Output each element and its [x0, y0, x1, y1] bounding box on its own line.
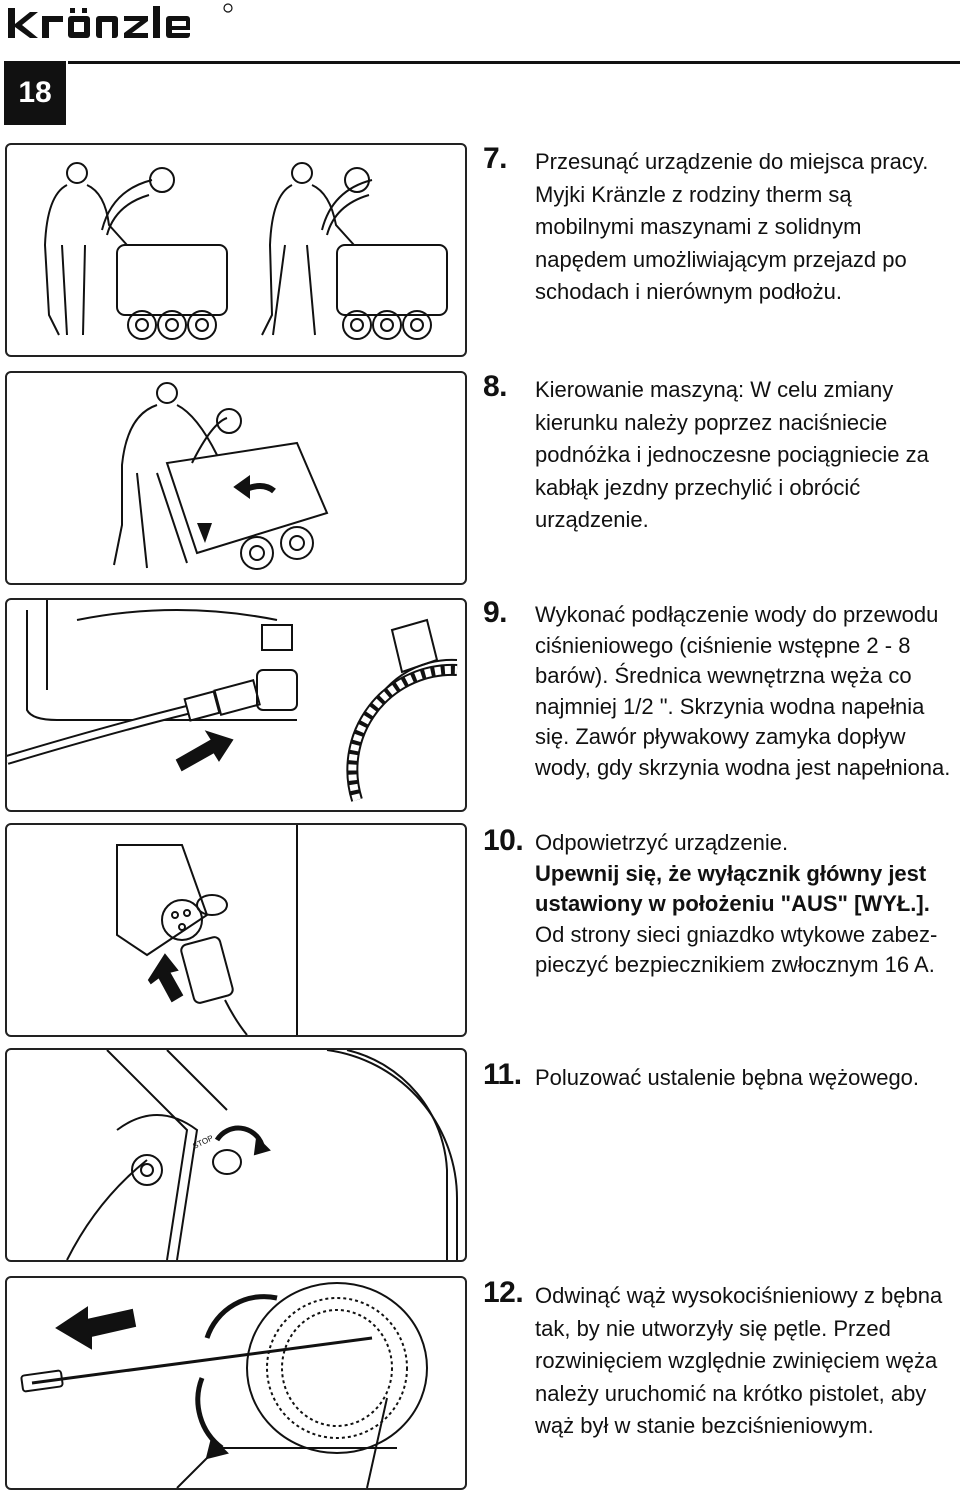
step-12: 12. Odwinąć wąż wysokociśnieniowy z bębn… — [483, 1276, 955, 1443]
step-number: 10. — [483, 824, 524, 857]
step-text: Odwinąć wąż wysokociśnieniowy z bębna ta… — [535, 1283, 943, 1438]
illustration-hose-drum-lock: STOP — [5, 1048, 467, 1262]
step-9: 9. Wykonać podłączenie wody do przewodu … — [483, 596, 955, 783]
step-text: Poluzować ustalenie bębna wężowego. — [535, 1065, 920, 1090]
page-number: 18 — [4, 61, 66, 125]
stop-label: STOP — [191, 1133, 214, 1150]
step-number: 7. — [483, 142, 508, 175]
step-number: 11. — [483, 1058, 522, 1091]
step-warning: Upewnij się, że wyłącznik główny jest us… — [535, 860, 930, 917]
step-8: 8. Kierowanie maszyną: W celu zmiany kie… — [483, 370, 955, 537]
step-11: 11. Poluzować ustalenie bębna wężowego. — [483, 1058, 955, 1095]
step-text: Kierowanie maszyną: W celu zmiany kierun… — [535, 377, 929, 532]
step-number: 12. — [483, 1276, 524, 1309]
step-text: Odpowietrzyć urządzenie. — [535, 830, 789, 855]
step-text: Wykonać podłączenie wody do przewodu ciś… — [535, 602, 951, 780]
step-text: Od strony sieci gniazdko wtykowe zabez-p… — [535, 921, 938, 978]
kranzle-logo-mark — [8, 3, 233, 38]
step-10: 10. Odpowietrzyć urządzenie. Upewnij się… — [483, 824, 955, 981]
step-number: 9. — [483, 596, 508, 629]
illustration-water-connection — [5, 598, 467, 812]
illustration-moving-machine — [5, 143, 467, 357]
header-rule — [68, 61, 960, 64]
step-number: 8. — [483, 370, 508, 403]
illustration-power-socket — [5, 823, 467, 1037]
step-text: Przesunąć urządzenie do miejsca pracy. — [535, 149, 929, 174]
brand-logo — [6, 2, 236, 42]
step-7: 7. Przesunąć urządzenie do miejsca pracy… — [483, 142, 955, 309]
step-text: Myjki Kränzle z rodziny therm są mobilny… — [535, 181, 907, 305]
illustration-steering-machine — [5, 371, 467, 585]
illustration-unwind-hose — [5, 1276, 467, 1490]
